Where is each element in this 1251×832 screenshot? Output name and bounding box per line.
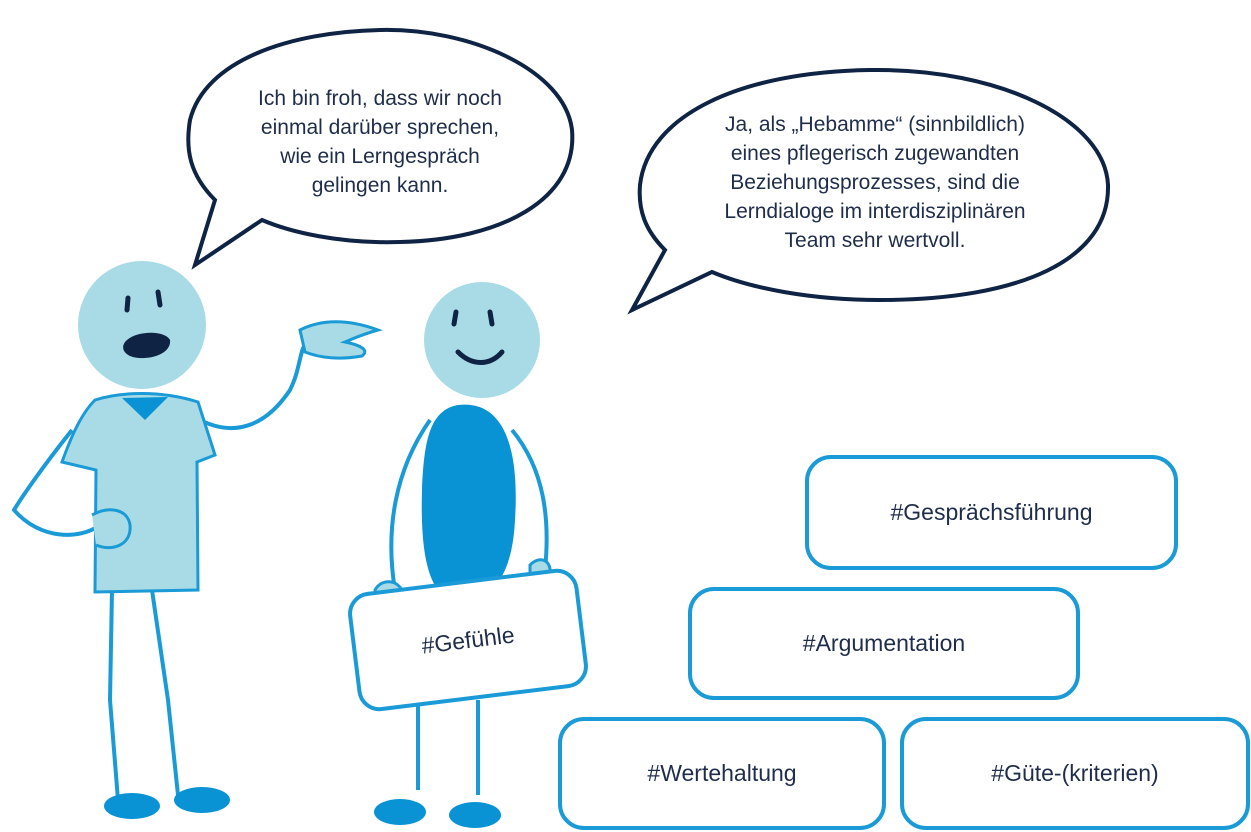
speech-text-left: Ich bin froh, dass wir noch einmal darüb… [258,87,502,197]
character-nurse [11,261,383,819]
speech-bubble-right [627,67,1111,315]
sign-label: #Gefühle [420,620,516,659]
tag-guete-kriterien: #Güte-(kriterien) [900,717,1250,830]
tag-gespraechsfuehrung: #Gesprächsführung [805,455,1178,570]
speech-text-right: Ja, als „Hebamme“ (sinnbildlich) eines p… [724,113,1026,252]
speech-bubble-left [186,27,575,270]
tag-wertehaltung: #Wertehaltung [558,717,886,830]
tag-argumentation: #Argumentation [688,587,1080,700]
character-colleague [373,282,552,828]
